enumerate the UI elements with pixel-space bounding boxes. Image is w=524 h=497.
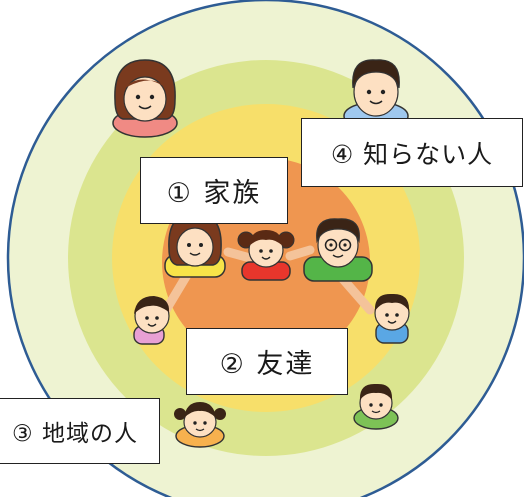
- label-strangers: ④ 知らない人: [301, 118, 523, 187]
- person-boy-bottom-icon: [353, 383, 399, 430]
- person-girl-bottom-icon: [174, 402, 226, 448]
- person-mother-icon: [164, 212, 226, 278]
- label-friends-text: ② 友達: [219, 349, 315, 380]
- label-community-text: ③ 地域の人: [12, 421, 138, 447]
- label-friends: ② 友達: [186, 328, 348, 395]
- person-girl-icon: [237, 230, 295, 281]
- label-family: ① 家族: [140, 157, 288, 224]
- person-woman-icon: [112, 59, 178, 138]
- label-strangers-text: ④ 知らない人: [330, 139, 494, 169]
- label-community: ③ 地域の人: [0, 398, 160, 464]
- person-father-icon: [303, 218, 373, 282]
- person-girl-pigtails-icon: [133, 296, 170, 345]
- person-boy-icon: [374, 293, 410, 344]
- label-family-text: ① 家族: [166, 178, 262, 209]
